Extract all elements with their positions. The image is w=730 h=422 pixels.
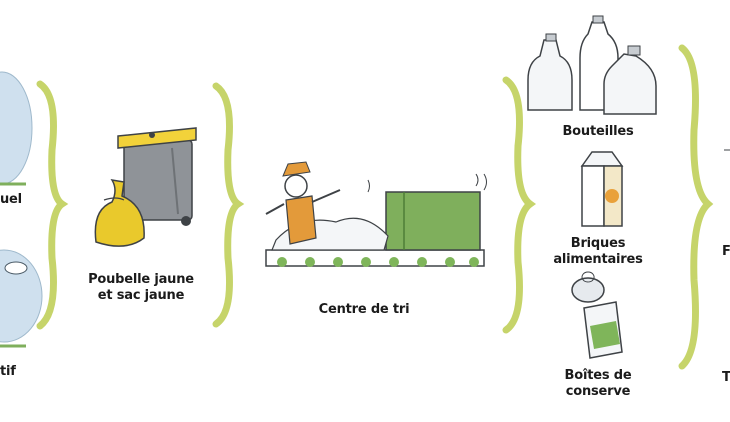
flow-brace-2 [212, 82, 245, 328]
material-label-bottles: Bouteilles [548, 124, 648, 140]
material-label-cartons: Briques alimentaires [540, 236, 656, 268]
left-stage-top-label: uel [0, 192, 22, 208]
yellow-bin-label: Poubelle jaune et sac jaune [74, 272, 208, 304]
yellow-bin-label-line1: Poubelle jaune [88, 272, 194, 287]
yellow-bag-illustration [94, 178, 145, 247]
left-bubble-top [0, 71, 33, 186]
material-cartons-line1: Briques [570, 236, 626, 251]
right-stage-bottom-label: T [722, 370, 730, 386]
sorting-center-label: Centre de tri [294, 302, 434, 318]
right-stage-bottom-text: T [722, 370, 730, 385]
material-cans-line2: conserve [565, 384, 631, 399]
left-stage-bottom-text: tif [0, 364, 16, 379]
material-cartons-line2: alimentaires [553, 252, 643, 267]
can-illustration [571, 271, 623, 359]
right-stage-top-label: F [722, 244, 730, 260]
left-bubble-bottom [0, 249, 43, 348]
flow-brace-4 [678, 44, 714, 370]
sorting-center-illustration [265, 161, 487, 267]
yellow-bin-illustration [117, 127, 197, 226]
worker-illustration [265, 161, 341, 245]
left-stage-bottom-label: tif [0, 364, 16, 380]
bottles-illustration [527, 15, 657, 115]
material-bottles-line1: Bouteilles [562, 124, 634, 139]
sorting-center-text: Centre de tri [318, 302, 410, 317]
material-label-cans: Boîtes de conserve [548, 368, 648, 400]
conveyor-rollers [277, 257, 479, 267]
right-stage-top-text: F [722, 244, 730, 259]
yellow-bin-label-line2: et sac jaune [97, 288, 185, 303]
flow-brace-1 [36, 80, 69, 330]
carton-illustration [580, 151, 624, 227]
left-stage-top-text: uel [0, 192, 22, 207]
material-cans-line1: Boîtes de [564, 368, 632, 383]
flow-brace-3 [502, 76, 537, 334]
